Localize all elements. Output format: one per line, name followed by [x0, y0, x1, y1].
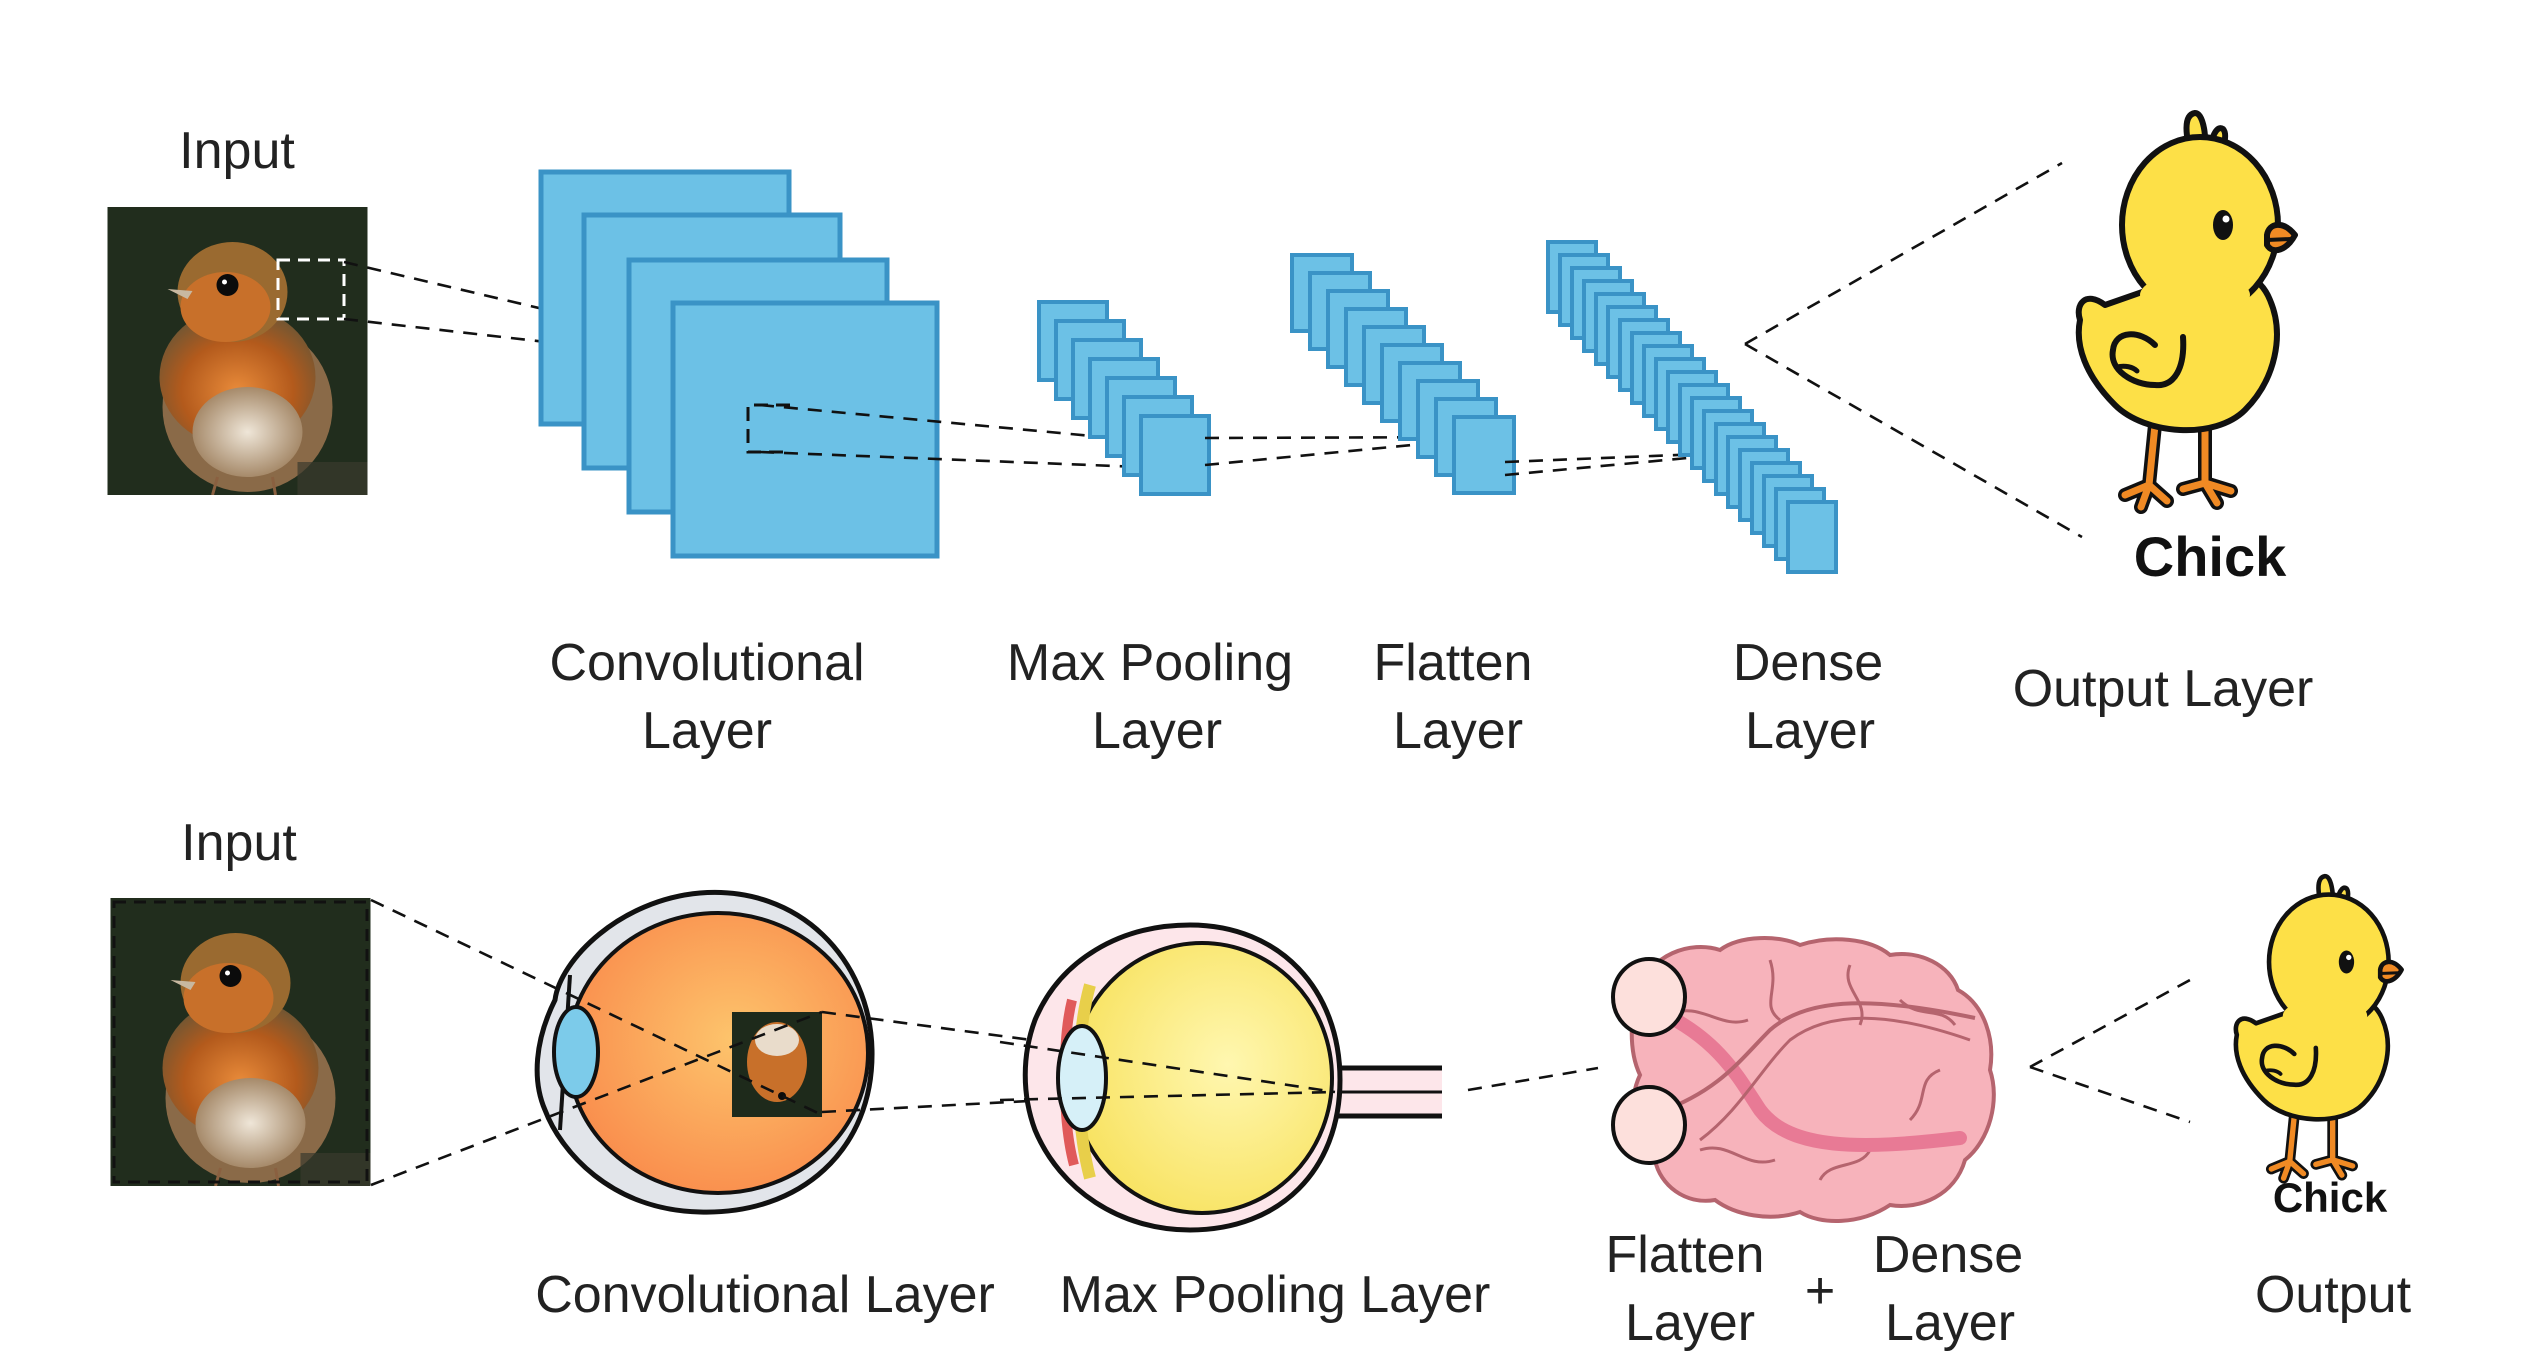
projection-line — [759, 450, 1141, 469]
chick-icon — [2236, 876, 2402, 1178]
robin-photo-icon — [107, 207, 368, 495]
dense-unit — [1786, 500, 1838, 574]
projection-line — [759, 403, 1136, 442]
pooled-map-stack-icon — [1037, 300, 1211, 496]
plus-sign: + — [1805, 1262, 1835, 1320]
output-layer-label: Output Layer — [2013, 660, 2314, 718]
top-input-label: Input — [179, 122, 295, 180]
bottom-flatten-label-line1: Flatten — [1606, 1226, 1765, 1284]
receptive-field-box — [276, 258, 346, 321]
inverted-retina-image — [732, 1012, 822, 1117]
projection-line — [999, 1040, 1336, 1094]
bottom-output-label: Output — [2255, 1266, 2412, 1324]
bottom-conv-label: Convolutional Layer — [535, 1266, 995, 1324]
conv-label-line1: Convolutional — [549, 634, 864, 692]
bottom-prediction-label: Chick — [2273, 1174, 2388, 1221]
bottom-input-label: Input — [181, 814, 297, 872]
bottom-dense-label-line2: Layer — [1885, 1294, 2015, 1352]
top-prediction-label: Chick — [2134, 525, 2287, 588]
dense-label-line1: Dense — [1733, 634, 1883, 692]
eyeball-optic-nerve-icon — [999, 922, 1442, 1233]
chick-icon — [2079, 113, 2295, 507]
projection-line — [370, 898, 823, 1117]
bottom-maxpool-label: Max Pooling Layer — [1060, 1266, 1491, 1324]
projection-line — [821, 1010, 1331, 1082]
maxpool-label-line1: Max Pooling — [1007, 634, 1293, 692]
flatten-stack-icon — [1290, 253, 1516, 495]
projection-line — [1744, 161, 2063, 346]
projection-line — [370, 1010, 823, 1187]
bottom-row: Input — [110, 814, 2412, 1352]
projection-line — [2029, 978, 2191, 1069]
projection-line — [999, 1090, 1336, 1102]
eyeball-retina-icon — [370, 889, 875, 1215]
robin-photo-icon — [110, 898, 371, 1186]
bottom-flatten-label-line2: Layer — [1625, 1294, 1755, 1352]
projection-line — [1504, 450, 1753, 477]
top-row: Input C — [107, 113, 2314, 760]
pooled-feature-map — [1139, 414, 1211, 496]
flatten-label-line2: Layer — [1393, 702, 1523, 760]
flattened-feature-map — [1452, 415, 1516, 495]
projection-line — [1467, 1066, 1599, 1092]
dense-stack-icon — [1546, 240, 1838, 574]
bottom-dense-label-line1: Dense — [1873, 1226, 2023, 1284]
dense-label-line2: Layer — [1745, 702, 1875, 760]
brain-icon — [1611, 936, 1996, 1223]
projection-line — [821, 1083, 1331, 1114]
conv-label-line2: Layer — [642, 702, 772, 760]
projection-line — [1744, 342, 2083, 539]
projection-line — [343, 260, 811, 374]
maxpool-label-line2: Layer — [1092, 702, 1222, 760]
projection-line — [2029, 1065, 2191, 1124]
feature-map-stack-icon — [538, 169, 940, 559]
flatten-label-line1: Flatten — [1374, 634, 1533, 692]
